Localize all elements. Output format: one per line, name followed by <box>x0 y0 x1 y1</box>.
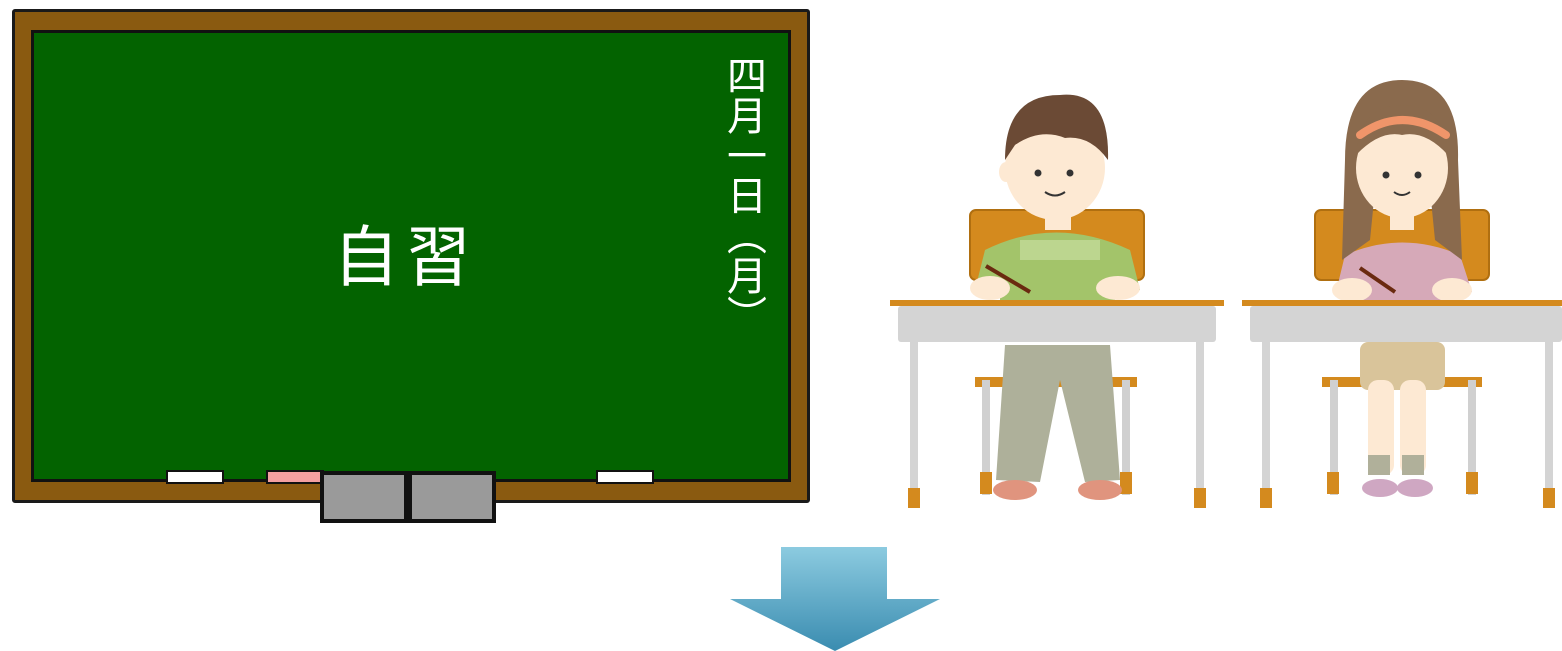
desk-left <box>890 300 1224 508</box>
down-arrow-icon <box>730 547 940 651</box>
boy-student <box>969 94 1145 500</box>
white-chalk-right <box>596 470 654 484</box>
board-title: 自習 <box>333 219 477 296</box>
girl-student <box>1314 80 1490 497</box>
board-date: 四月一日（月） <box>720 55 766 335</box>
blackboard <box>12 9 810 503</box>
desk-right <box>1242 300 1562 508</box>
eraser-left <box>320 471 408 523</box>
pink-chalk <box>266 470 324 484</box>
students-illustration <box>890 80 1562 508</box>
eraser-right <box>408 471 496 523</box>
blackboard-surface <box>31 30 791 482</box>
white-chalk <box>166 470 224 484</box>
